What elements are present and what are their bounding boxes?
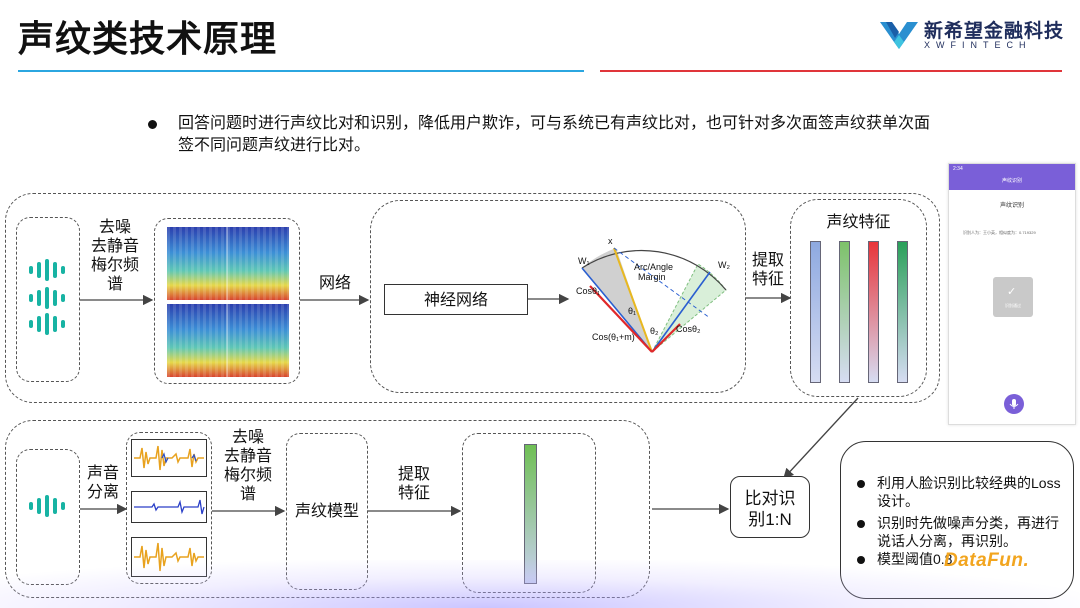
feature-bar-1: [810, 241, 821, 383]
phone-header-title: 声纹识别: [1001, 178, 1022, 184]
logo-english-text: XWFINTECH: [924, 40, 1032, 50]
main-bullet-text: 回答问题时进行声纹比对和识别，降低用户欺诈，可与系统已有声纹比对，也可针对多次面…: [178, 115, 931, 154]
bottom-feature-box: [462, 433, 596, 593]
compare-identify-box: 比对识 别1:N: [730, 476, 810, 538]
bottom-preprocess-label: 去噪 去静音 梅尔频 谱: [212, 428, 284, 504]
compare-line-1: 比对识: [744, 489, 796, 508]
top-extract-line-1: 提取: [751, 252, 784, 269]
microphone-icon: [1009, 399, 1019, 409]
arcface-grey-sector: [582, 248, 652, 352]
arcface-x-text: x: [608, 236, 613, 246]
bottom-glow: [0, 560, 1080, 608]
arcface-arc: [581, 249, 727, 291]
bottom-preprocess-line-2: 去静音: [223, 448, 272, 465]
compare-line-2: 别1:N: [748, 510, 792, 529]
phone-verify-label: 识别通过: [1005, 303, 1021, 308]
neural-network-box: 神经网络: [384, 284, 528, 315]
voiceprint-feature-box: 声纹特征: [790, 199, 927, 397]
arcface-theta2-text: θ₂: [650, 326, 659, 336]
preprocess-line-2: 去静音: [90, 238, 139, 255]
top-extract-line-2: 特征: [751, 271, 784, 288]
arrow-features-to-compare: [783, 397, 859, 479]
note-text-2: 识别时先做噪声分类，再进行说话人分离，再识别。: [877, 515, 1059, 549]
preprocess-label: 去噪 去静音 梅尔频 谱: [82, 218, 148, 294]
phone-info-text: 识别人为：王小英，相似度为：0.719329: [963, 230, 1036, 235]
phone-status-time: 2:34: [953, 166, 963, 172]
feature-bar-2: [839, 241, 850, 383]
audio-input-box: [16, 217, 80, 382]
separation-line-2: 分离: [86, 484, 119, 501]
logo-chinese-text: 新希望金融科技: [924, 21, 1065, 42]
waveform-panel-1: [131, 439, 207, 477]
top-pipeline-container: [5, 193, 940, 403]
network-container: [370, 200, 746, 393]
arcface-cosm-text: Cos(θ₁+m): [592, 332, 635, 342]
arcface-red-line-2: [651, 323, 681, 353]
note-bullet-dot: [857, 520, 865, 528]
network-label: 网络: [318, 275, 351, 292]
arcface-theta1-text: θ₁: [628, 306, 636, 316]
bottom-extract-line-1: 提取: [397, 466, 430, 483]
audio-wave-icon: [29, 259, 65, 335]
separation-line-1: 声音: [86, 465, 119, 482]
phone-header-bar: [949, 164, 1075, 190]
bottom-audio-wave-icon: [29, 495, 65, 517]
feature-bar-4: [897, 241, 908, 383]
note-text-1: 利用人脸识别比较经典的Loss设计。: [877, 475, 1061, 509]
bottom-preprocess-line-1: 去噪: [231, 429, 264, 446]
arcface-w1-text: W₁: [578, 256, 590, 266]
arcface-x-line: [613, 247, 653, 353]
phone-screenshot: 2:34 声纹识别 声纹识别 识别人为：王小英，相似度为：0.719329 ✓ …: [948, 163, 1076, 425]
preprocess-line-1: 去噪: [98, 219, 131, 236]
spectrogram-image: [167, 227, 289, 377]
title-rule-red: [600, 70, 1062, 72]
compare-identify-label: 比对识 别1:N: [731, 488, 809, 530]
logo-mark-icon: [880, 22, 918, 49]
arcface-w2-line: [651, 271, 711, 353]
note-bullet-dot: [857, 480, 865, 488]
arcface-margin-text-1: Arc/Angle: [634, 262, 673, 272]
check-icon: ✓: [1007, 286, 1017, 298]
phone-subtitle: 声纹识别: [999, 203, 1024, 209]
phone-verify-button[interactable]: ✓ 识别通过: [993, 277, 1033, 317]
neural-network-label: 神经网络: [423, 292, 488, 309]
spectrogram-box: [154, 218, 300, 384]
arcface-red-line: [589, 285, 653, 353]
arcface-w2-text: W₂: [718, 260, 730, 270]
preprocess-line-3: 梅尔频: [90, 257, 139, 274]
microphone-button[interactable]: [1004, 394, 1024, 414]
bottom-preprocess-line-3: 梅尔频: [223, 467, 272, 484]
preprocess-line-4: 谱: [106, 276, 123, 293]
voiceprint-feature-title: 声纹特征: [826, 214, 891, 231]
bottom-extract-label: 提取 特征: [386, 465, 442, 503]
voiceprint-model-label: 声纹模型: [294, 503, 359, 520]
waveform-blue: [134, 499, 205, 515]
arcface-cos1-text: Cosθ₁: [576, 286, 600, 296]
bullet-dot: [148, 120, 157, 129]
top-extract-label: 提取 特征: [746, 251, 790, 289]
waveform-orange-1: [134, 445, 204, 471]
page-title: 声纹类技术原理: [18, 18, 278, 59]
title-rule-blue: [18, 70, 584, 72]
arcface-margin-text-2: Margin: [638, 272, 666, 282]
arcface-dashed-line: [613, 247, 711, 319]
feature-bar-3: [868, 241, 879, 383]
company-logo: 新希望金融科技 XWFINTECH: [876, 14, 1066, 54]
bottom-preprocess-line-4: 谱: [239, 486, 256, 503]
bottom-extract-line-2: 特征: [397, 485, 430, 502]
separation-label: 声音 分离: [80, 464, 126, 502]
arcface-cos2-text: Cosθ₂: [676, 324, 701, 334]
waveform-panel-2: [131, 491, 207, 523]
arcface-margin-diagram: W₁ x Arc/Angle Margin W₂ Cosθ₁ θ₁ θ₂ Cos…: [576, 236, 730, 353]
